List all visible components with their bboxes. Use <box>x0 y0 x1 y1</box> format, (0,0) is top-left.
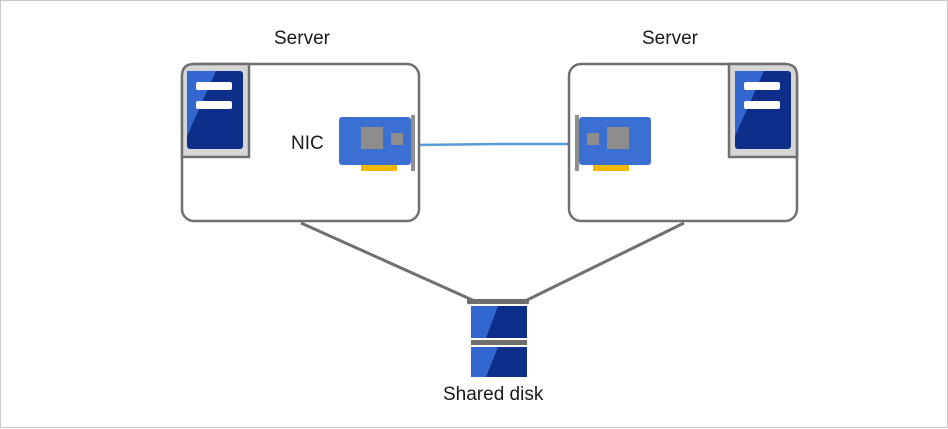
nic-label: NIC <box>291 133 324 154</box>
left-disk-connection <box>300 221 480 305</box>
nic-card-left <box>339 115 415 171</box>
server-icon <box>735 71 791 149</box>
server-right <box>567 62 799 223</box>
server-right-label: Server <box>642 28 698 49</box>
right-disk-connection <box>520 221 685 305</box>
interconnect-line <box>414 142 576 147</box>
nic-card-right <box>575 115 651 171</box>
server-left-label: Server <box>274 28 330 49</box>
server-icon <box>187 71 243 149</box>
shared-disk-label: Shared disk <box>443 384 544 405</box>
shared-disk-icon <box>467 299 529 377</box>
server-left <box>180 62 421 223</box>
